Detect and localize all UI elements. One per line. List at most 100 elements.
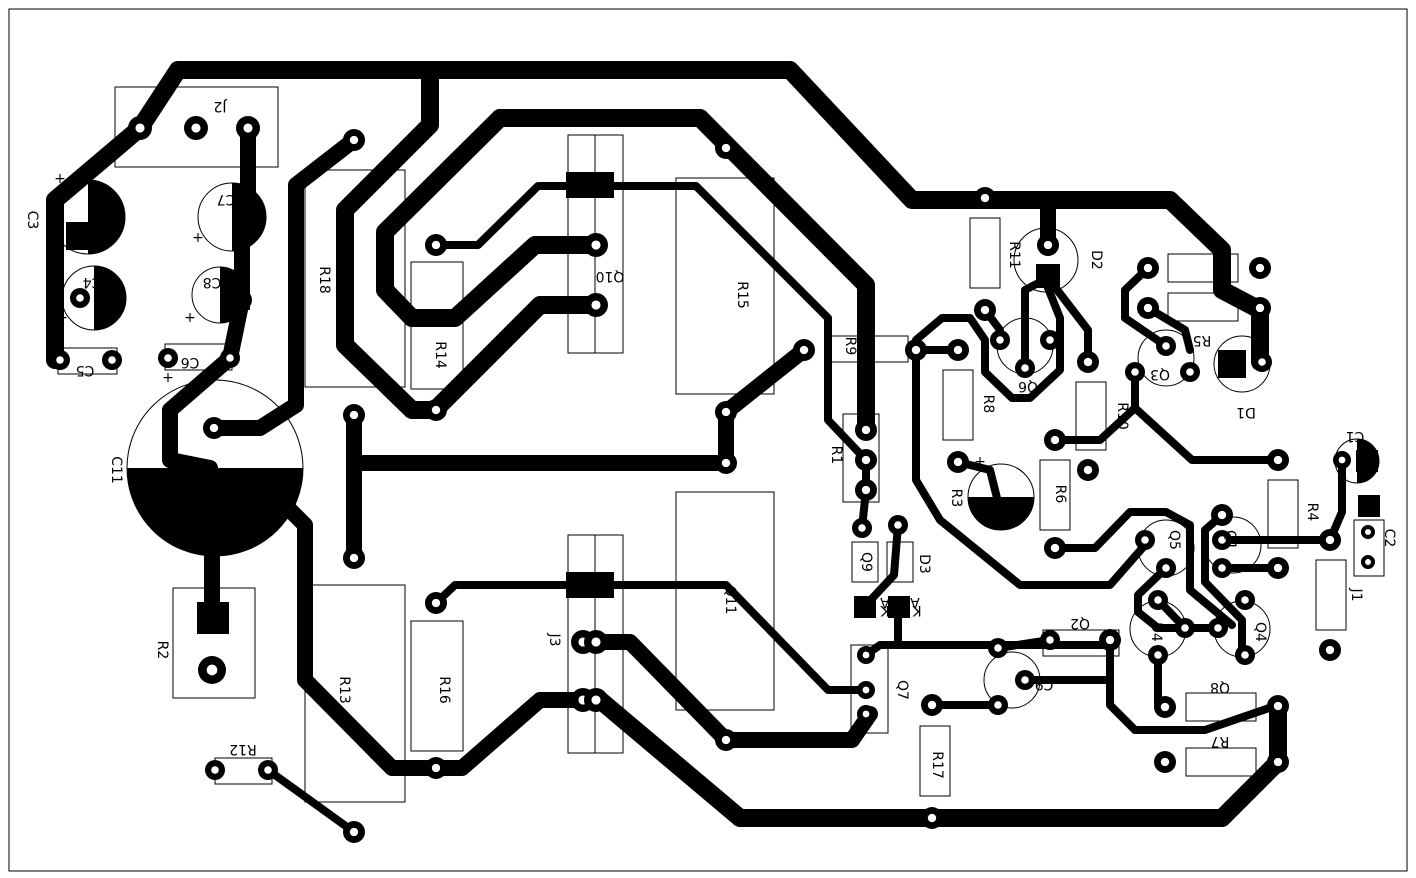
pad-hole bbox=[927, 700, 937, 710]
pad-hole bbox=[862, 710, 870, 718]
component-designator: R9 bbox=[842, 337, 858, 356]
component-designator: C8 bbox=[203, 274, 222, 290]
pad-hole bbox=[431, 763, 441, 773]
pad-hole bbox=[994, 644, 1002, 652]
component-designator: R12 bbox=[229, 741, 257, 757]
component-designator: R3 bbox=[948, 489, 964, 508]
component-designator: C11 bbox=[108, 456, 124, 484]
component-designator: R8 bbox=[980, 395, 996, 414]
pad-hole bbox=[1050, 435, 1060, 445]
pin-mark: K bbox=[912, 602, 922, 618]
component-designator: D4 bbox=[1148, 622, 1164, 642]
component-designator: J1 bbox=[1348, 587, 1364, 601]
pad-hole bbox=[1141, 536, 1149, 544]
pad-hole bbox=[591, 300, 601, 310]
pad-hole bbox=[135, 123, 145, 133]
pad-hole bbox=[799, 345, 809, 355]
pad-hole bbox=[209, 423, 219, 433]
component-designator: J2 bbox=[213, 98, 227, 114]
pad-hole bbox=[164, 354, 172, 362]
pad-hole bbox=[349, 135, 359, 145]
pad-hole bbox=[1241, 596, 1249, 604]
pad-hole bbox=[721, 735, 731, 745]
pad-hole bbox=[1083, 357, 1093, 367]
component-designator: Q5 bbox=[1166, 530, 1182, 550]
pad-hole bbox=[1046, 336, 1054, 344]
component-designator: C7 bbox=[217, 191, 236, 207]
polarity-mark: + bbox=[162, 370, 174, 386]
component-designator: R15 bbox=[734, 281, 750, 309]
pad-hole bbox=[721, 143, 731, 153]
component-designator: C2 bbox=[1381, 529, 1397, 548]
pad-hole bbox=[591, 695, 601, 705]
pin-mark: A bbox=[880, 594, 890, 610]
component-designator: R10 bbox=[1114, 402, 1130, 430]
polarity-mark: + bbox=[56, 310, 68, 326]
pad-hole bbox=[721, 458, 731, 468]
pad-hole bbox=[994, 701, 1002, 709]
pad-hole bbox=[243, 123, 253, 133]
pad-hole bbox=[349, 553, 359, 563]
component-designator: C1 bbox=[1346, 428, 1365, 444]
pad-hole bbox=[1162, 564, 1170, 572]
pad-hole bbox=[1258, 358, 1266, 366]
component-designator: Q6 bbox=[1018, 378, 1038, 394]
component-designator: C9 bbox=[1035, 676, 1054, 692]
pad-hole bbox=[1154, 651, 1162, 659]
pad-hole bbox=[349, 410, 359, 420]
component-designator: Q3 bbox=[1150, 366, 1170, 382]
pad-hole bbox=[1160, 702, 1170, 712]
component-designator: R2 bbox=[154, 641, 170, 660]
pad-hole bbox=[1181, 624, 1189, 632]
component-designator: C6 bbox=[181, 354, 200, 370]
component-designator: Q8 bbox=[1210, 679, 1230, 695]
pad-hole bbox=[108, 356, 116, 364]
pad-hole bbox=[431, 405, 441, 415]
pad-hole bbox=[591, 637, 601, 647]
pad-hole bbox=[264, 766, 272, 774]
component-designator: R5 bbox=[1193, 332, 1212, 348]
component-designator: R11 bbox=[1006, 241, 1022, 269]
pad-hole bbox=[1160, 757, 1170, 767]
pad-hole bbox=[858, 524, 866, 532]
component-designator: R4 bbox=[1304, 503, 1320, 522]
component-designator: Q2 bbox=[1070, 615, 1090, 631]
pad-hole bbox=[911, 345, 921, 355]
pad-hole bbox=[1046, 636, 1054, 644]
pad-hole bbox=[56, 356, 64, 364]
polarity-mark: + bbox=[974, 454, 986, 470]
component-designator: Q10 bbox=[596, 268, 625, 284]
pad-hole bbox=[1241, 651, 1249, 659]
component-designator: R13 bbox=[336, 676, 352, 704]
pad-hole bbox=[996, 336, 1004, 344]
pad-hole bbox=[980, 193, 990, 203]
pad-hole bbox=[1338, 456, 1346, 464]
pad-hole bbox=[1143, 263, 1153, 273]
component-designator: Q7 bbox=[894, 680, 910, 700]
component-designator: Q1 bbox=[1222, 530, 1238, 550]
pad-hole bbox=[1043, 240, 1053, 250]
pad-hole bbox=[1325, 645, 1335, 655]
component-designator: C3 bbox=[24, 211, 40, 230]
pad-hole bbox=[1273, 701, 1283, 711]
pad-hole bbox=[894, 521, 902, 529]
pad-hole bbox=[862, 651, 870, 659]
pad-hole bbox=[1217, 510, 1227, 520]
component-designator: D2 bbox=[1088, 250, 1104, 270]
pads bbox=[50, 116, 1380, 843]
component-designator: C4 bbox=[83, 274, 102, 290]
pad-hole bbox=[76, 294, 84, 302]
pad-hole bbox=[431, 598, 441, 608]
pad-hole bbox=[861, 455, 871, 465]
pad-hole bbox=[1162, 342, 1170, 350]
pad-hole bbox=[1105, 635, 1115, 645]
pad-hole bbox=[191, 123, 201, 133]
component-designator: C5 bbox=[76, 362, 95, 378]
component-designator: R6 bbox=[1052, 485, 1068, 504]
pad-hole bbox=[1083, 465, 1093, 475]
pad-hole bbox=[1154, 596, 1162, 604]
pad-hole bbox=[927, 813, 937, 823]
pin-mark: K bbox=[880, 602, 890, 618]
pad-hole bbox=[1325, 535, 1335, 545]
component-designator: R18 bbox=[316, 266, 332, 294]
